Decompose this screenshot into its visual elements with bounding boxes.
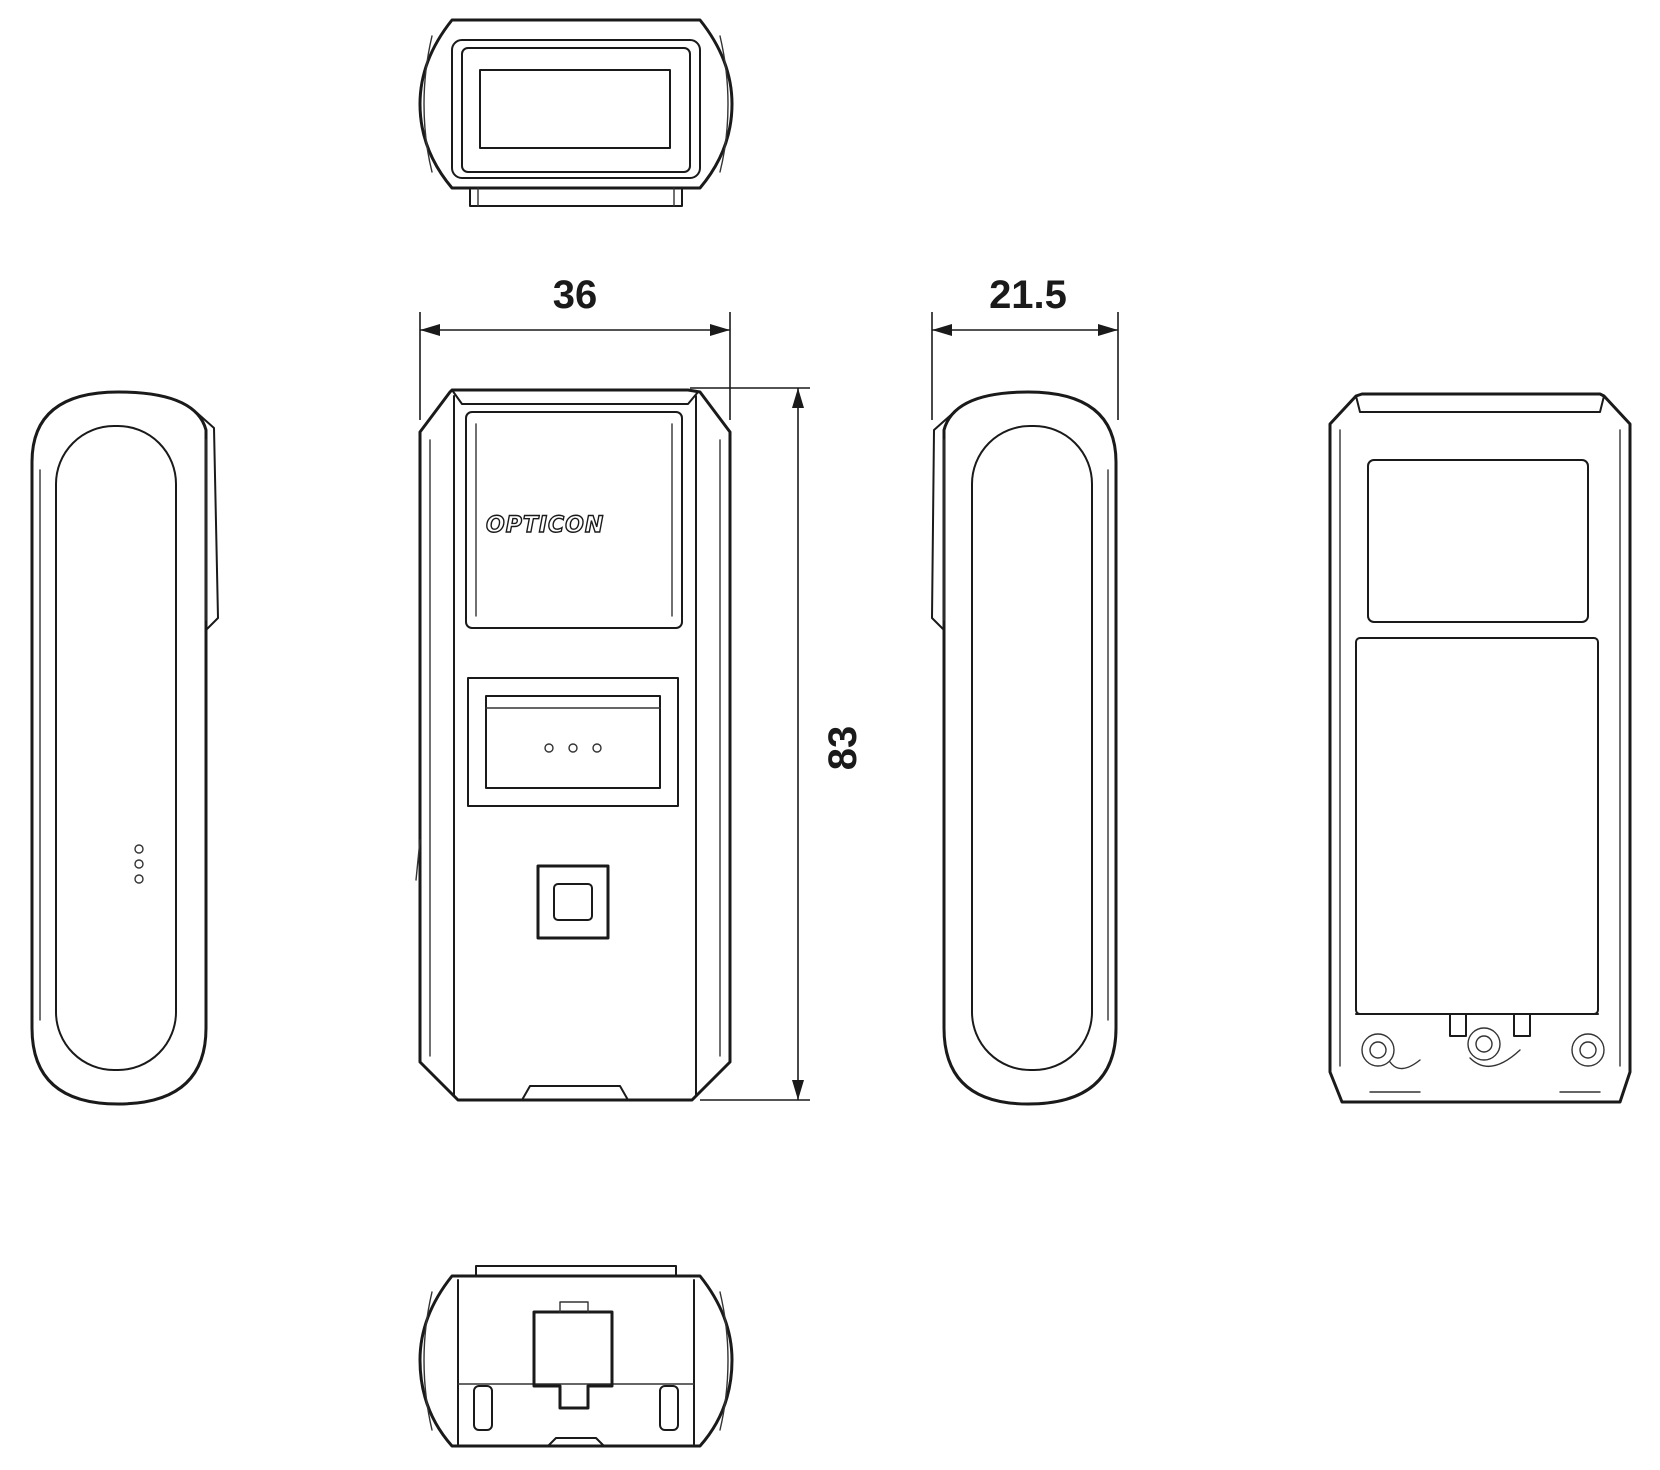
scan-window: OPTICON bbox=[465, 411, 683, 629]
brand-logo: OPTICON bbox=[486, 513, 604, 538]
front-view: OPTICON bbox=[415, 388, 732, 1102]
led-indicators-side bbox=[134, 844, 144, 884]
width-dimension: 36 bbox=[419, 273, 731, 420]
display-window bbox=[467, 677, 679, 807]
bottom-view bbox=[418, 1265, 734, 1448]
screw-holes bbox=[1361, 1027, 1605, 1070]
height-dimension: 83 bbox=[690, 387, 865, 1101]
scan-button bbox=[536, 864, 610, 940]
right-side-view bbox=[931, 390, 1118, 1106]
height-dimension-label: 83 bbox=[821, 726, 865, 771]
width-dimension-label: 36 bbox=[553, 273, 598, 317]
left-side-view bbox=[30, 390, 219, 1106]
connector-port bbox=[532, 1301, 614, 1410]
depth-dimension: 21.5 bbox=[931, 273, 1119, 420]
depth-dimension-label: 21.5 bbox=[989, 273, 1067, 317]
top-view bbox=[418, 18, 734, 207]
led-indicators-front bbox=[544, 743, 602, 753]
back-view bbox=[1328, 392, 1632, 1104]
